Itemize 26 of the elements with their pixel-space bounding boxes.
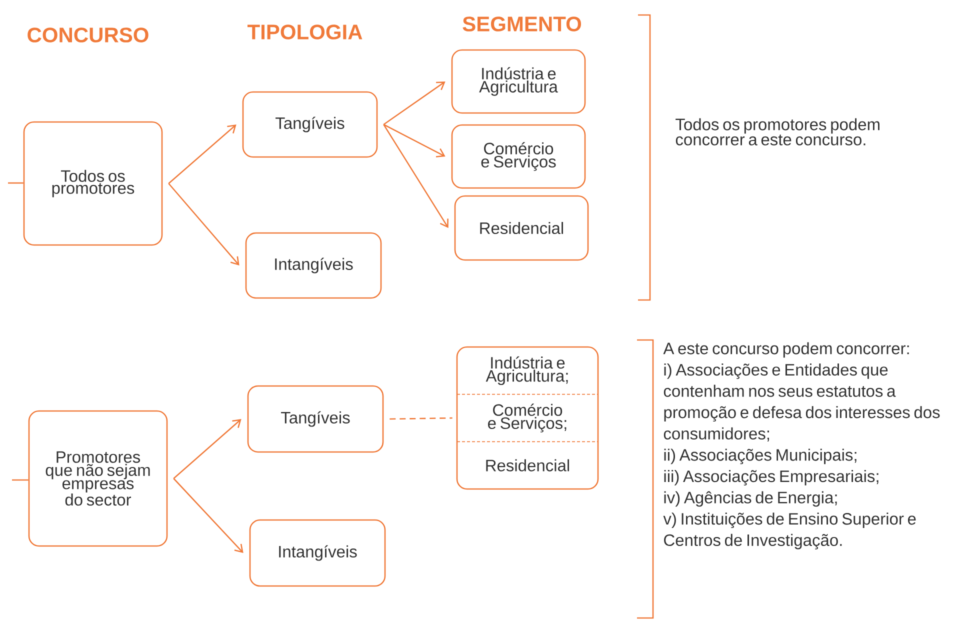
note-text: iii) Associações Empresariais; <box>664 470 878 486</box>
process-box: Residencial <box>454 195 589 261</box>
process-box: Promotores que não sejam empresas do sector <box>28 410 168 547</box>
arrow <box>168 183 240 266</box>
note-text: ii) Associações Municipais; <box>664 448 856 464</box>
process-box: Comércio e Serviços <box>451 124 586 189</box>
note-text: iv) Agências de Energia; <box>664 491 837 507</box>
process-box: Indústria e Agricultura <box>451 49 586 114</box>
arrow <box>383 124 446 158</box>
note-text: v) Instituições de Ensino Superior e Centros de Investigação. <box>663 512 916 550</box>
process-box: Tangíveis <box>247 385 384 453</box>
note-text: Todos os promotores podem concorrer a este concurso. <box>676 118 880 146</box>
arrow <box>173 478 244 553</box>
process-box: Todos os promotores <box>23 121 163 246</box>
arrow <box>383 82 446 126</box>
arrow <box>383 124 448 228</box>
process-box: Intangíveis <box>249 519 386 587</box>
column-heading: TIPOLOGIA <box>248 24 362 40</box>
process-box: Intangíveis <box>245 232 382 299</box>
segment-box: Indústria e Agricultura; Comércio e Serviços; Residencial <box>456 346 599 490</box>
note-text: i) Associações e Entidades que contenham nos seus estatutos a promoção e defesa dos interesses dos consumidores; <box>664 364 940 442</box>
process-box: Tangíveis <box>242 91 378 158</box>
note-text: A este concurso podem concorrer: <box>663 342 909 358</box>
arrow <box>173 419 242 479</box>
arrow <box>168 124 236 184</box>
column-heading: CONCURSO <box>28 28 148 42</box>
